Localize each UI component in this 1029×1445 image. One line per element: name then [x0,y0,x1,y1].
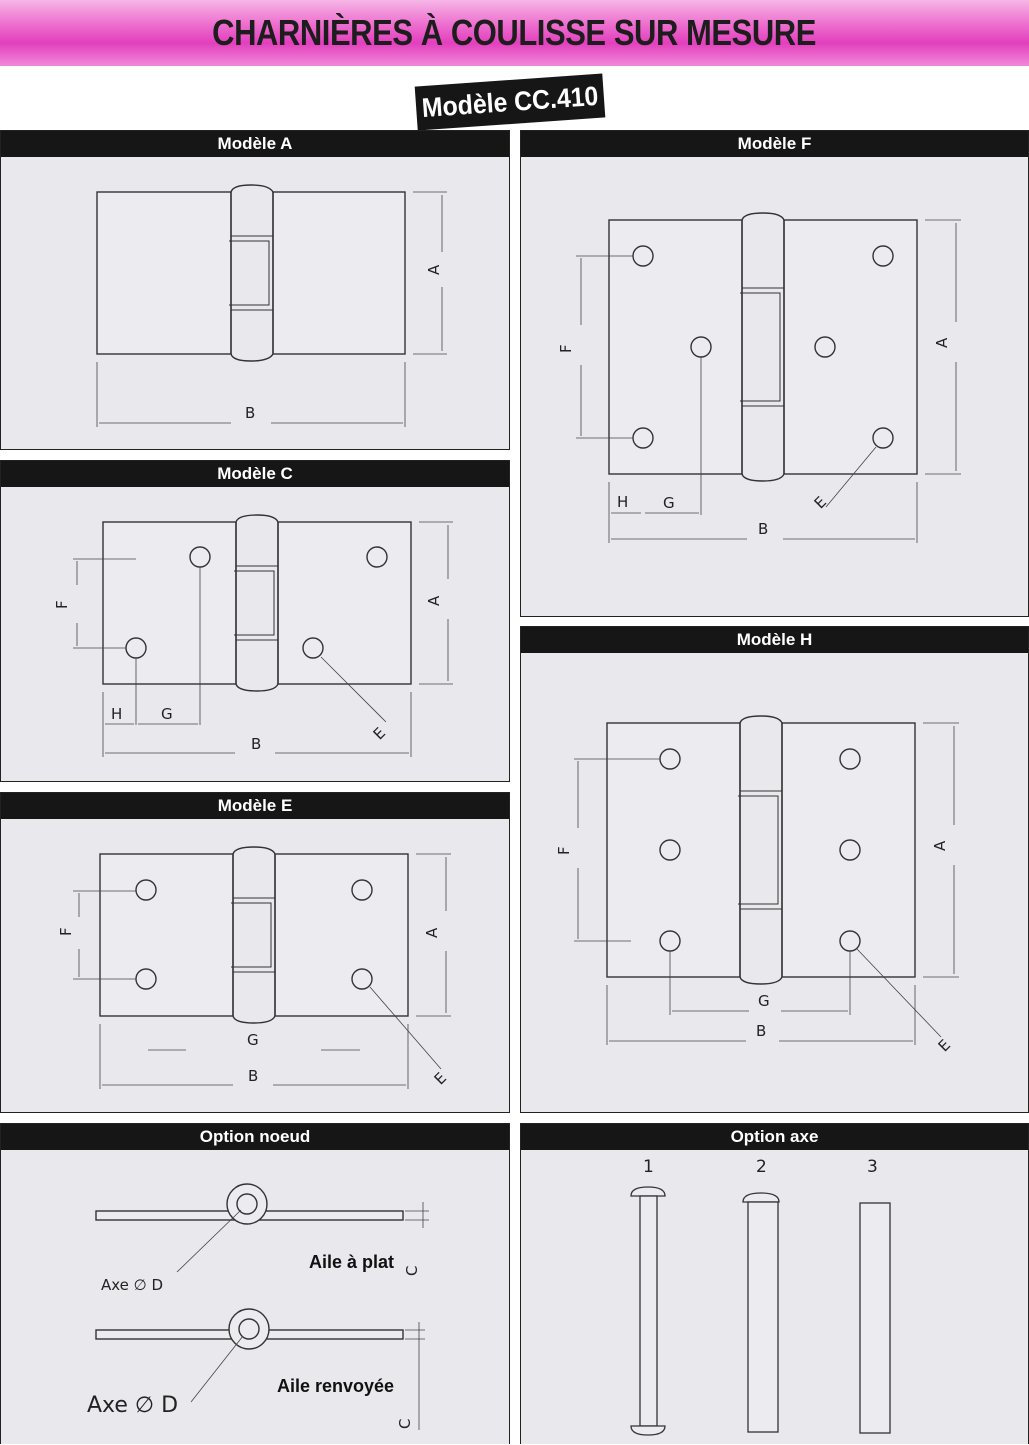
dim-g-label: G [247,1031,259,1049]
model-tag: Modèle CC.410 [414,73,606,131]
dim-g-label: G [161,705,173,723]
page-title: CHARNIÈRES À COULISSE SUR MESURE [212,12,817,53]
pin-number-1: 1 [643,1157,654,1177]
diagram-modele-a: A B [96,184,447,427]
panel-modele-f: Modèle F F H G E A B [520,130,1029,617]
flat-axis-label: Axe ∅ D [101,1276,163,1294]
dim-h-label: H [617,493,628,511]
diagram-modele-f: F H G E A B [557,212,961,543]
dim-b-label: B [756,1022,766,1040]
dim-b-label: B [758,520,768,538]
dim-a-label: A [931,840,949,851]
panel-modele-e: Modèle E F E A G B [0,792,510,1113]
dim-b-label: B [248,1067,258,1085]
dim-g-label: G [758,992,770,1010]
dim-a-label: A [425,595,443,606]
panel-title: Option noeud [1,1124,509,1150]
dim-b-label: B [251,735,261,753]
header-banner: CHARNIÈRES À COULISSE SUR MESURE [0,0,1029,66]
dim-h-label: H [111,705,122,723]
dim-e-label: E [811,493,830,512]
dim-b-label: B [245,404,255,422]
diagram-option-noeud: Axe ∅ D Aile à plat C Axe ∅ D Aile renvo… [87,1183,429,1430]
dim-f-label: F [57,927,75,936]
panel-title: Modèle F [521,131,1028,157]
panel-modele-a: Modèle A A B [0,130,510,450]
flat-wing-label: Aile à plat [309,1252,394,1272]
offset-wing-label: Aile renvoyée [277,1376,394,1396]
diagram-modele-c: F E A H G B [53,514,453,757]
pin-number-2: 2 [756,1157,767,1177]
diagram-modele-h: F G E A B [555,715,959,1055]
panel-title: Option axe [521,1124,1028,1150]
offset-axis-label: Axe ∅ D [87,1393,178,1418]
panel-title: Modèle H [521,627,1028,653]
panel-title: Modèle C [1,461,509,487]
panel-title: Modèle E [1,793,509,819]
model-tag-label: Modèle CC.410 [420,80,600,123]
panel-modele-h: Modèle H F G E A B [520,626,1029,1113]
pin-1-shape [630,1186,666,1436]
dim-f-label: F [53,600,71,609]
dim-a-label: A [425,264,443,275]
flat-c-label: C [403,1266,421,1276]
dim-f-label: F [555,846,573,855]
dim-a-label: A [933,337,951,348]
panel-option-axe: Option axe 1 2 3 [520,1123,1029,1444]
offset-c-label: C [396,1419,414,1429]
dim-e-label: E [370,724,389,743]
pin-number-3: 3 [867,1157,878,1177]
diagram-option-axe: 1 2 3 [630,1157,891,1436]
dim-a-label: A [423,927,441,938]
panel-title: Modèle A [1,131,509,157]
panel-modele-c: Modèle C F E A H G B [0,460,510,782]
dim-g-label: G [663,494,675,512]
dim-e-label: E [935,1036,954,1055]
dim-e-label: E [431,1069,450,1088]
pin-2-shape [742,1192,780,1433]
panel-option-noeud: Option noeud Axe ∅ D Aile à plat C Axe ∅… [0,1123,510,1444]
diagram-modele-e: F E A G B [57,846,451,1089]
pin-3-shape [859,1202,891,1434]
dim-f-label: F [557,344,575,353]
